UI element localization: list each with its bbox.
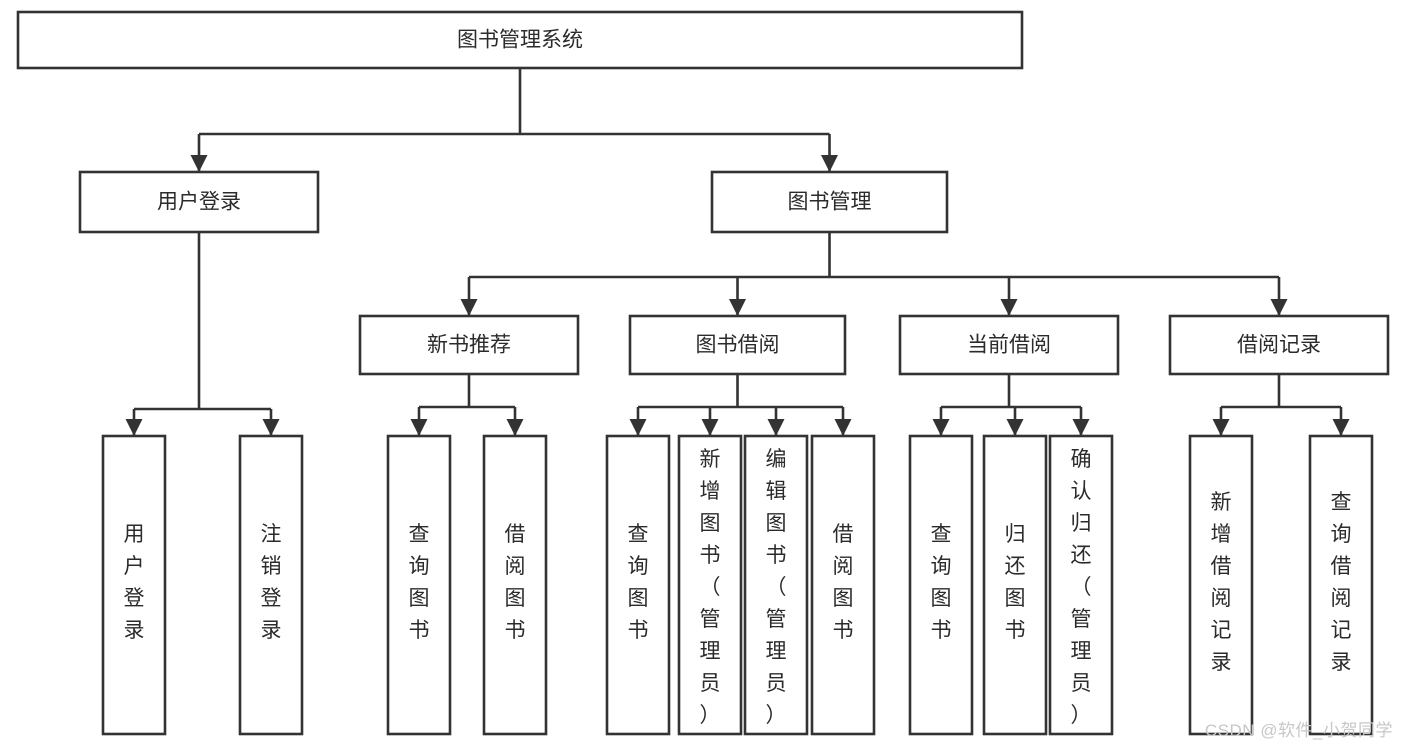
node-box-leaf-borrow-book-1 [482,434,548,736]
node-box-leaf-add-record [1188,434,1254,736]
node-box-leaf-borrow-book-2 [810,434,876,736]
arrow-head-icon [629,419,647,436]
arrow-head-icon [834,419,852,436]
node-leaf-return-book[interactable]: 归还图书 [982,434,1048,736]
node-label-leaf-query-record: 查询借阅记录 [1331,491,1352,674]
node-leaf-borrow-book-1[interactable]: 借阅图书 [482,434,548,736]
node-box-book-manage [710,170,949,234]
node-leaf-edit-book[interactable]: 编辑图书（管理员） [743,434,809,736]
arrow-head-icon [125,419,143,436]
node-label-borrow-record: 借阅记录 [1237,334,1321,357]
arrow-head-icon [1006,419,1024,436]
node-new-book-rec[interactable]: 新书推荐 [358,314,580,376]
node-leaf-query-record[interactable]: 查询借阅记录 [1308,434,1374,736]
arrow-head-icon [729,299,746,316]
arrow-head-icon [932,419,950,436]
node-leaf-add-book[interactable]: 新增图书（管理员） [677,434,743,736]
node-box-leaf-return-book [982,434,1048,736]
node-root[interactable]: 图书管理系统 [16,10,1024,70]
arrow-head-icon [1000,299,1018,316]
node-user-login[interactable]: 用户登录 [78,170,320,234]
node-box-leaf-confirm-return [1048,434,1114,736]
node-leaf-confirm-return[interactable]: 确认归还（管理员） [1048,434,1114,736]
arrow-head-icon [1332,419,1350,436]
node-box-leaf-query-record [1308,434,1374,736]
node-label-book-manage: 图书管理 [788,191,872,214]
node-label-leaf-user-logout: 注销登录 [261,523,282,642]
node-book-borrow[interactable]: 图书借阅 [628,314,847,376]
node-leaf-query-book-1[interactable]: 查询图书 [386,434,452,736]
node-box-leaf-query-book-2 [605,434,671,736]
arrow-head-icon [190,155,208,172]
node-label-leaf-borrow-book-1: 借阅图书 [505,523,526,642]
node-leaf-query-book-2[interactable]: 查询图书 [605,434,671,736]
node-label-book-borrow: 图书借阅 [696,334,780,357]
node-borrow-record[interactable]: 借阅记录 [1168,314,1390,376]
node-box-leaf-add-book [677,434,743,736]
node-label-leaf-confirm-return: 确认归还（管理员） [1071,448,1092,727]
node-box-borrow-record [1168,314,1390,376]
arrow-head-icon [767,419,785,436]
node-book-manage[interactable]: 图书管理 [710,170,949,234]
node-label-current-borrow: 当前借阅 [967,334,1051,357]
node-layer: 图书管理系统用户登录图书管理新书推荐图书借阅当前借阅借阅记录用户登录注销登录查询… [16,10,1390,736]
arrow-head-icon [410,419,428,436]
arrow-head-icon [1270,299,1288,316]
node-box-user-login [78,170,320,234]
node-box-leaf-edit-book [743,434,809,736]
arrow-head-icon [821,155,838,172]
node-box-root [16,10,1024,70]
node-label-leaf-return-book: 归还图书 [1005,523,1026,642]
arrow-head-icon [1072,419,1090,436]
arrow-head-icon [701,419,719,436]
watermark-text: CSDN @软件_小贺同学 [1204,721,1393,740]
node-label-leaf-add-record: 新增借阅记录 [1211,491,1232,674]
node-box-leaf-user-logout [238,434,304,736]
node-box-new-book-rec [358,314,580,376]
node-label-leaf-user-login: 用户登录 [124,523,145,642]
node-box-current-borrow [898,314,1120,376]
node-label-new-book-rec: 新书推荐 [427,334,511,357]
node-leaf-add-record[interactable]: 新增借阅记录 [1188,434,1254,736]
node-box-leaf-query-book-3 [908,434,974,736]
connector-layer [125,68,1350,436]
node-label-leaf-borrow-book-2: 借阅图书 [833,523,854,642]
node-label-user-login: 用户登录 [157,191,241,214]
arrow-head-icon [460,299,478,316]
arrow-head-icon [262,419,280,436]
node-label-leaf-edit-book: 编辑图书（管理员） [766,448,787,727]
node-box-book-borrow [628,314,847,376]
node-label-leaf-query-book-3: 查询图书 [931,523,952,642]
node-label-leaf-add-book: 新增图书（管理员） [700,448,721,727]
node-current-borrow[interactable]: 当前借阅 [898,314,1120,376]
node-box-leaf-user-login [101,434,167,736]
node-leaf-borrow-book-2[interactable]: 借阅图书 [810,434,876,736]
node-box-leaf-query-book-1 [386,434,452,736]
node-leaf-user-login[interactable]: 用户登录 [101,434,167,736]
node-label-leaf-query-book-2: 查询图书 [628,523,649,642]
node-leaf-query-book-3[interactable]: 查询图书 [908,434,974,736]
arrow-head-icon [1212,419,1230,436]
node-label-root: 图书管理系统 [457,29,583,52]
node-leaf-user-logout[interactable]: 注销登录 [238,434,304,736]
arrow-head-icon [506,419,524,436]
node-label-leaf-query-book-1: 查询图书 [409,523,430,642]
